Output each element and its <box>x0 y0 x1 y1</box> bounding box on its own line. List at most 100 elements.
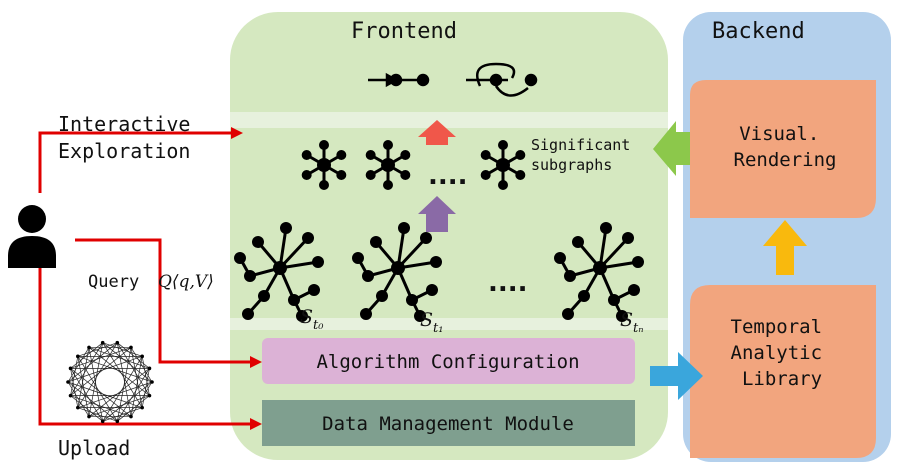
node <box>280 222 292 234</box>
node <box>242 308 254 320</box>
node <box>115 340 120 345</box>
visual-rendering-line1: Visual. <box>739 123 819 145</box>
node <box>100 419 105 424</box>
edge <box>70 347 132 369</box>
node <box>336 150 347 160</box>
node <box>288 294 300 306</box>
node <box>515 170 526 180</box>
edge <box>130 347 143 408</box>
node <box>252 236 264 248</box>
node <box>391 261 405 275</box>
visual-rendering-label: Visual. Rendering <box>734 123 837 171</box>
snapshot-graph-1 <box>352 222 442 322</box>
node <box>87 414 91 419</box>
center-node <box>317 158 331 172</box>
user-icon <box>8 205 56 268</box>
edge <box>130 347 153 383</box>
visual-rendering-line2: Rendering <box>734 149 837 171</box>
backend-title: Backend <box>712 19 805 44</box>
edge <box>67 347 90 383</box>
node <box>301 170 312 180</box>
query-line <box>75 238 258 364</box>
small-subgraph-3 <box>480 140 526 190</box>
data-management-label: Data Management Module <box>322 413 574 435</box>
node <box>302 232 314 244</box>
node <box>628 284 640 296</box>
arrow-up-red <box>418 120 456 145</box>
center-node <box>496 158 510 172</box>
interactive-line <box>38 131 232 193</box>
edge <box>70 368 104 422</box>
node <box>319 140 329 150</box>
snapshot-label-n: Stₙ <box>620 309 644 336</box>
node <box>115 419 120 424</box>
edge <box>67 381 143 408</box>
edge <box>88 395 150 417</box>
edge <box>102 342 143 408</box>
node <box>616 310 628 322</box>
interactive-label-line1: Interactive <box>58 112 190 136</box>
node <box>234 252 246 264</box>
node <box>426 284 438 296</box>
red-connectors <box>38 131 258 426</box>
node <box>244 270 256 282</box>
temporal-library-box <box>690 285 876 458</box>
edge <box>88 347 104 422</box>
node <box>498 180 508 190</box>
edge <box>70 395 103 422</box>
edge <box>102 407 143 422</box>
interactive-label-line2: Exploration <box>58 139 190 163</box>
interactive-label: Interactive Exploration <box>58 112 203 163</box>
edge <box>77 407 118 422</box>
data-management-box <box>262 400 635 446</box>
node <box>554 252 566 264</box>
node <box>632 256 644 268</box>
node <box>420 232 432 244</box>
small-subgraph-2 <box>365 140 411 190</box>
node <box>360 308 372 320</box>
node <box>430 256 442 268</box>
node <box>308 284 320 296</box>
node <box>578 290 590 302</box>
edge <box>70 368 132 417</box>
arrow-left-green <box>653 121 690 176</box>
edge <box>70 347 132 396</box>
node <box>365 150 376 160</box>
node <box>100 340 105 345</box>
edge <box>102 381 153 422</box>
node <box>480 170 491 180</box>
node <box>498 140 508 150</box>
node <box>564 270 576 282</box>
edge <box>77 342 118 357</box>
snapshot-label-1: St₁ <box>420 309 443 336</box>
node <box>400 170 411 180</box>
edge <box>70 342 103 369</box>
node <box>129 345 133 350</box>
path-pattern-icon <box>368 72 430 88</box>
significant-subgraphs-line2: subgraphs <box>531 156 612 174</box>
edge <box>70 395 132 417</box>
edge <box>141 356 150 396</box>
edge <box>88 347 150 369</box>
upload-line <box>38 268 258 426</box>
small-subgraph-1 <box>301 140 347 190</box>
node <box>370 236 382 248</box>
node <box>66 380 70 384</box>
ellipsis-small: .... <box>428 161 468 191</box>
edge <box>67 381 118 422</box>
query-symbol: Q⟨q,V⟩ <box>158 272 214 292</box>
node <box>87 345 91 350</box>
temporal-library-line3: Library <box>742 368 822 390</box>
node <box>68 366 73 371</box>
arrowhead-query <box>250 356 262 368</box>
node <box>336 170 347 180</box>
dense-graph-icon <box>66 340 154 424</box>
node <box>400 150 411 160</box>
node <box>76 405 80 410</box>
temporal-library-line1: Temporal <box>731 316 823 338</box>
upload-label: Upload <box>58 436 130 460</box>
node <box>76 354 80 359</box>
node <box>406 294 418 306</box>
ellipsis-large: .... <box>488 268 528 298</box>
